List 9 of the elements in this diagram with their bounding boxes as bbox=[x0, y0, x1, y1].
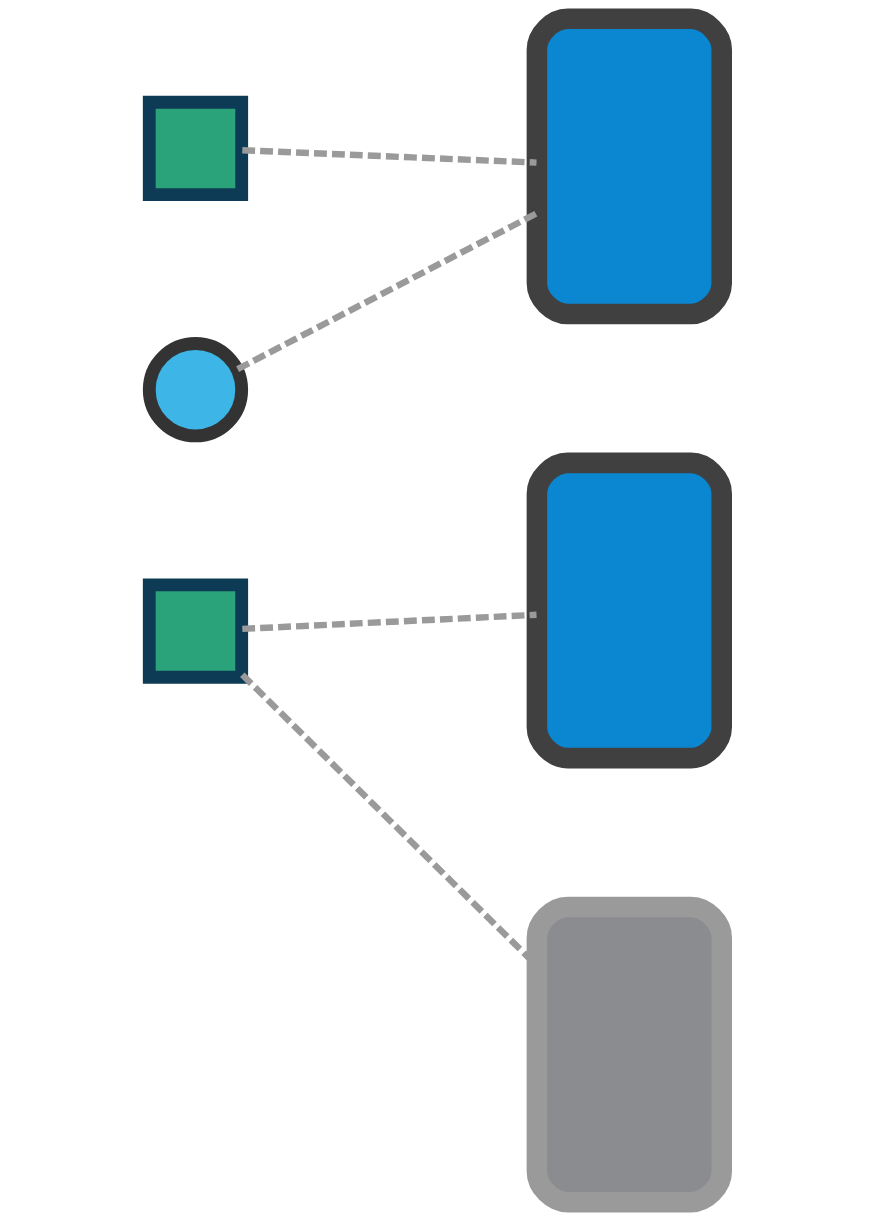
connector bbox=[241, 147, 537, 166]
node-phone bbox=[526, 8, 732, 325]
node-watch bbox=[142, 578, 248, 684]
node-phone bbox=[526, 896, 732, 1213]
connector bbox=[235, 210, 538, 372]
node-watch bbox=[142, 95, 248, 202]
node-watch bbox=[142, 337, 248, 443]
node-phone bbox=[526, 452, 732, 769]
connector bbox=[241, 611, 537, 633]
